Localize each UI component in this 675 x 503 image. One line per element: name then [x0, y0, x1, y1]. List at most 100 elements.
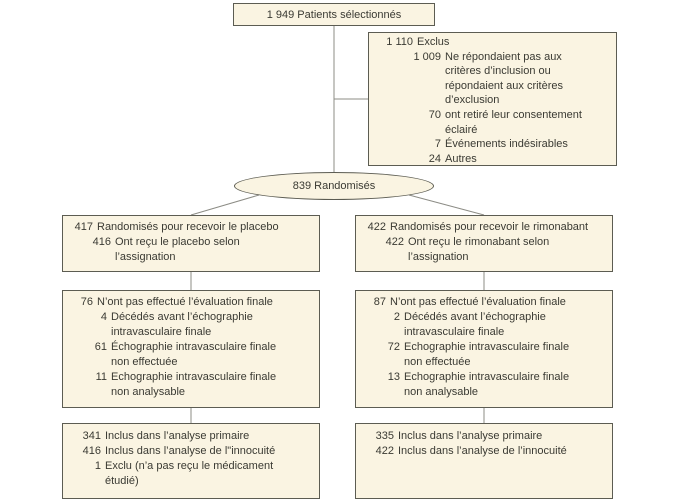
rimonabant-followup-box: 87 N’ont pas effectué l’évaluation finale…	[355, 290, 613, 408]
row-label: l’assignation	[408, 251, 469, 263]
row-label: Décédés avant l’échographie	[404, 311, 546, 323]
connector-randomized-to-rimonabant	[408, 194, 485, 216]
flow-text-row: 341 Inclus dans l’analyse primaire	[71, 429, 317, 444]
flow-text-row: répondaient aux critères	[379, 79, 614, 94]
row-count	[364, 250, 404, 265]
row-label: Décédés avant l’échographie	[111, 311, 253, 323]
row-label: critères d’inclusion ou	[445, 65, 551, 78]
row-count	[364, 355, 400, 370]
row-label: Autres	[445, 152, 477, 165]
row-count: 335	[375, 430, 394, 442]
flow-text-row: critères d’inclusion ou	[379, 64, 614, 79]
row-count: 76	[80, 296, 93, 308]
row-count: 422	[375, 445, 394, 457]
rimonabant-group-box: 422 Randomisés pour recevoir le rimonaban…	[355, 215, 613, 272]
row-label: Inclus dans l’analyse de l’innocuité	[398, 445, 567, 457]
row-count	[379, 79, 441, 94]
row-label: éclairé	[445, 123, 478, 136]
row-count	[71, 385, 107, 400]
flow-text-row: intravasculaire finale	[71, 325, 317, 340]
row-count: 7	[434, 138, 441, 151]
row-label: étudié)	[105, 475, 139, 487]
row-label: Ne répondaient pas aux	[445, 50, 562, 63]
row-label: N’ont pas effectué l’évaluation finale	[390, 296, 566, 308]
row-count: 341	[82, 430, 101, 442]
row-count: 417	[74, 221, 93, 233]
flow-text-row: étudié)	[71, 474, 317, 489]
row-count: 422	[367, 221, 386, 233]
row-count: 1	[94, 460, 101, 472]
rimonabant-analysis-box: 335 Inclus dans l’analyse primaire 422 Incl…	[355, 423, 613, 499]
row-label: intravasculaire finale	[111, 326, 212, 338]
flow-text-row: non effectuée	[71, 355, 317, 370]
row-label: N’ont pas effectué l’évaluation finale	[97, 296, 273, 308]
flow-text-row: 422 Ont reçu le rimonabant selon	[364, 235, 610, 250]
flow-text-row: 76 N’ont pas effectué l’évaluation finale	[71, 295, 317, 310]
flow-text-row: 24 Autres	[379, 152, 614, 167]
row-label: Inclus dans l’analyse de l"innocuité	[105, 445, 276, 457]
flow-text-row: 1 009 Ne répondaient pas aux	[379, 50, 614, 65]
row-label: Echographie intravasculaire finale	[404, 341, 570, 353]
row-count: 61	[94, 341, 107, 353]
flow-text-row: non analysable	[71, 385, 317, 400]
row-count	[71, 474, 101, 489]
row-count: 11	[95, 371, 107, 383]
row-count: 1 009	[413, 50, 441, 63]
patients-selected-box: 1 949 Patients sélectionnés	[233, 3, 435, 26]
row-count: 70	[428, 108, 441, 121]
row-label: intravasculaire finale	[404, 326, 505, 338]
flow-text-row: 422 Inclus dans l’analyse de l’innocuité	[364, 444, 610, 459]
row-count	[364, 325, 400, 340]
row-label: Inclus dans l’analyse primaire	[398, 430, 543, 442]
flow-text-row: 7 Événements indésirables	[379, 137, 614, 152]
flow-text-row: d’exclusion	[379, 93, 614, 108]
flow-text-row: non effectuée	[364, 355, 610, 370]
row-count: 422	[385, 236, 404, 248]
row-count	[379, 123, 441, 138]
row-label: non effectuée	[111, 356, 178, 368]
row-label: Ont reçu le placebo selon	[115, 236, 240, 248]
row-label: Exclu (n’a pas reçu le médicament	[105, 460, 274, 472]
row-label: Echographie intravasculaire finale	[404, 371, 570, 383]
row-label: Événements indésirables	[445, 138, 568, 151]
row-count	[379, 93, 441, 108]
randomized-oval: 839 Randomisés	[234, 172, 434, 200]
connector-randomized-to-placebo	[190, 194, 260, 216]
row-count	[71, 325, 107, 340]
row-count: 24	[428, 152, 441, 165]
flow-text-row: intravasculaire finale	[364, 325, 610, 340]
row-count: 72	[387, 341, 400, 353]
row-count: 2	[393, 311, 400, 323]
flow-text-row: 72 Echographie intravasculaire finale	[364, 340, 610, 355]
row-label: Randomisés pour recevoir le rimonabant	[390, 221, 589, 233]
row-count: 87	[373, 296, 386, 308]
row-label: ont retiré leur consentement	[445, 108, 582, 121]
flow-text-row: 417 Randomisés pour recevoir le placebo	[71, 220, 317, 235]
flow-text-row: 1 Exclu (n’a pas reçu le médicament	[71, 459, 317, 474]
flow-text-row: non analysable	[364, 385, 610, 400]
randomized-label: 839 Randomisés	[292, 180, 376, 192]
row-label: Inclus dans l’analyse primaire	[105, 430, 250, 442]
row-count	[364, 385, 400, 400]
flow-text-row: 87 N’ont pas effectué l’évaluation finale	[364, 295, 610, 310]
flow-text-row: 2 Décédés avant l’échographie	[364, 310, 610, 325]
flow-text-row: 61 Échographie intravasculaire finale	[71, 340, 317, 355]
row-label: non effectuée	[404, 356, 471, 368]
row-label: Échographie intravasculaire finale	[111, 341, 277, 353]
row-label: l’assignation	[115, 251, 176, 263]
row-count	[71, 250, 111, 265]
row-count: 13	[387, 371, 400, 383]
row-label: non analysable	[111, 386, 186, 398]
patients-selected-label: 1 949 Patients sélectionnés	[266, 8, 402, 21]
flow-text-row: 416 Inclus dans l’analyse de l"innocuité	[71, 444, 317, 459]
row-label: Ont reçu le rimonabant selon	[408, 236, 550, 248]
row-count: 416	[82, 445, 101, 457]
flow-text-row: éclairé	[379, 123, 614, 138]
row-label: Randomisés pour recevoir le placebo	[97, 221, 279, 233]
flow-text-row: 422 Randomisés pour recevoir le rimonaban…	[364, 220, 610, 235]
